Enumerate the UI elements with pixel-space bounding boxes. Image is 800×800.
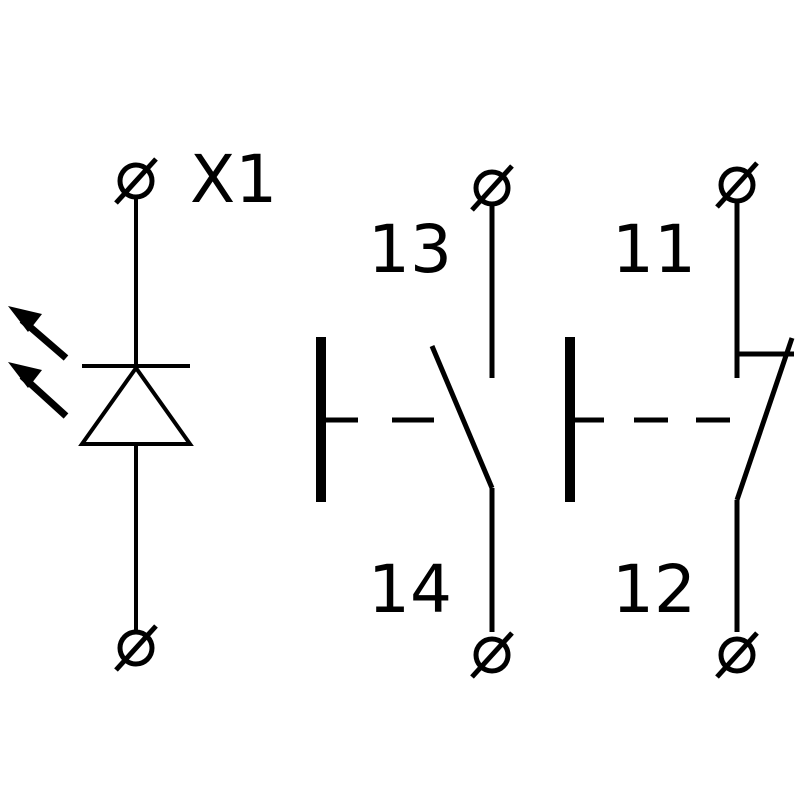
terminal-icon (114, 157, 158, 205)
arrow-icon (8, 362, 69, 419)
nc-bottom-label: 12 (612, 551, 696, 628)
switch-blade (734, 337, 795, 501)
terminal-icon (715, 161, 759, 209)
no-contact: 13 14 (316, 164, 514, 679)
arrow-icon (8, 306, 69, 361)
no-bottom-label: 14 (368, 551, 452, 628)
terminal-icon (470, 631, 514, 679)
nc-top-label: 11 (612, 211, 696, 288)
nc-contact: 11 12 (565, 161, 795, 679)
terminal-icon (114, 624, 158, 672)
switch-blade (429, 345, 495, 489)
terminal-icon (715, 631, 759, 679)
led-terminal-label: X1 (190, 141, 277, 218)
no-top-label: 13 (368, 211, 452, 288)
led-indicator: X1 (8, 141, 277, 672)
terminal-icon (470, 164, 514, 212)
led-icon (78, 364, 194, 446)
